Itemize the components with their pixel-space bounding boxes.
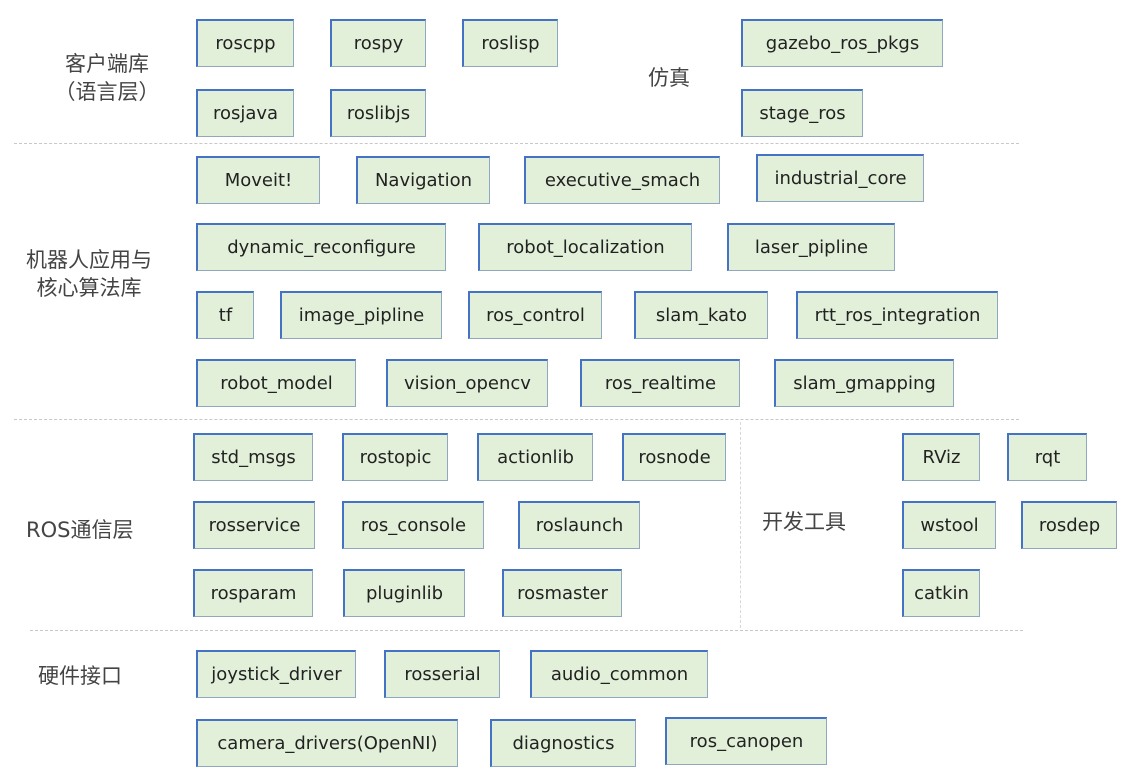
package-std-msgs: std_msgs (193, 433, 313, 481)
package-slam-gmapping: slam_gmapping (774, 359, 954, 407)
package-rosdep: rosdep (1021, 501, 1117, 549)
package-navigation: Navigation (356, 156, 490, 204)
package-laser-pipline: laser_pipline (727, 223, 895, 271)
package-gazebo-ros-pkgs: gazebo_ros_pkgs (741, 19, 943, 67)
apps-layer-label: 机器人应用与 核心算法库 (4, 246, 174, 303)
devtools-label: 开发工具 (762, 510, 846, 534)
separator-comm-devtools (740, 422, 741, 628)
package-camera-drivers: camera_drivers(OpenNI) (196, 719, 458, 767)
package-pluginlib: pluginlib (343, 569, 465, 617)
package-rosserial: rosserial (384, 650, 500, 698)
client-layer-label: 客户端库 （语言层） (22, 50, 192, 107)
package-rosmaster: rosmaster (502, 569, 622, 617)
hardware-layer-label: 硬件接口 (38, 664, 122, 688)
package-vision-opencv: vision_opencv (386, 359, 548, 407)
apps-layer-label-line1: 机器人应用与 (26, 248, 152, 272)
package-rosnode: rosnode (622, 433, 726, 481)
package-rospy: rospy (330, 19, 426, 67)
separator-comm-hardware (30, 630, 1023, 631)
simulation-label: 仿真 (648, 66, 690, 90)
separator-apps-comm (14, 419, 1019, 420)
package-roslibjs: roslibjs (330, 89, 426, 137)
package-rostopic: rostopic (342, 433, 448, 481)
package-roslisp: roslisp (462, 19, 558, 67)
client-layer-label-line2: （语言层） (54, 80, 160, 105)
separator-client-apps (14, 143, 1019, 144)
package-tf: tf (196, 291, 254, 339)
package-robot-localization: robot_localization (478, 223, 692, 271)
package-dynamic-reconfigure: dynamic_reconfigure (196, 223, 446, 271)
package-ros-control: ros_control (468, 291, 602, 339)
package-moveit: Moveit! (196, 156, 320, 204)
package-audio-common: audio_common (530, 650, 708, 698)
package-ros-canopen: ros_canopen (665, 717, 827, 765)
comm-layer-label: ROS通信层 (26, 518, 134, 542)
apps-layer-label-line2: 核心算法库 (36, 276, 142, 301)
package-roslaunch: roslaunch (518, 501, 640, 549)
package-slam-kato: slam_kato (634, 291, 768, 339)
package-diagnostics: diagnostics (490, 719, 636, 767)
package-rosparam: rosparam (193, 569, 313, 617)
package-ros-console: ros_console (342, 501, 484, 549)
package-catkin: catkin (902, 569, 980, 617)
package-joystick-driver: joystick_driver (196, 650, 356, 698)
package-rtt-ros-integration: rtt_ros_integration (796, 291, 998, 339)
package-actionlib: actionlib (477, 433, 593, 481)
package-rqt: rqt (1007, 433, 1087, 481)
package-roscpp: roscpp (196, 19, 294, 67)
package-executive-smach: executive_smach (524, 156, 720, 204)
package-image-pipline: image_pipline (280, 291, 442, 339)
package-stage-ros: stage_ros (741, 89, 863, 137)
package-ros-realtime: ros_realtime (580, 359, 740, 407)
package-rviz: RViz (902, 433, 980, 481)
package-wstool: wstool (902, 501, 996, 549)
client-layer-label-line1: 客户端库 (65, 52, 149, 76)
package-industrial-core: industrial_core (756, 154, 924, 202)
package-rosjava: rosjava (196, 89, 294, 137)
package-robot-model: robot_model (196, 359, 356, 407)
package-rosservice: rosservice (193, 501, 315, 549)
